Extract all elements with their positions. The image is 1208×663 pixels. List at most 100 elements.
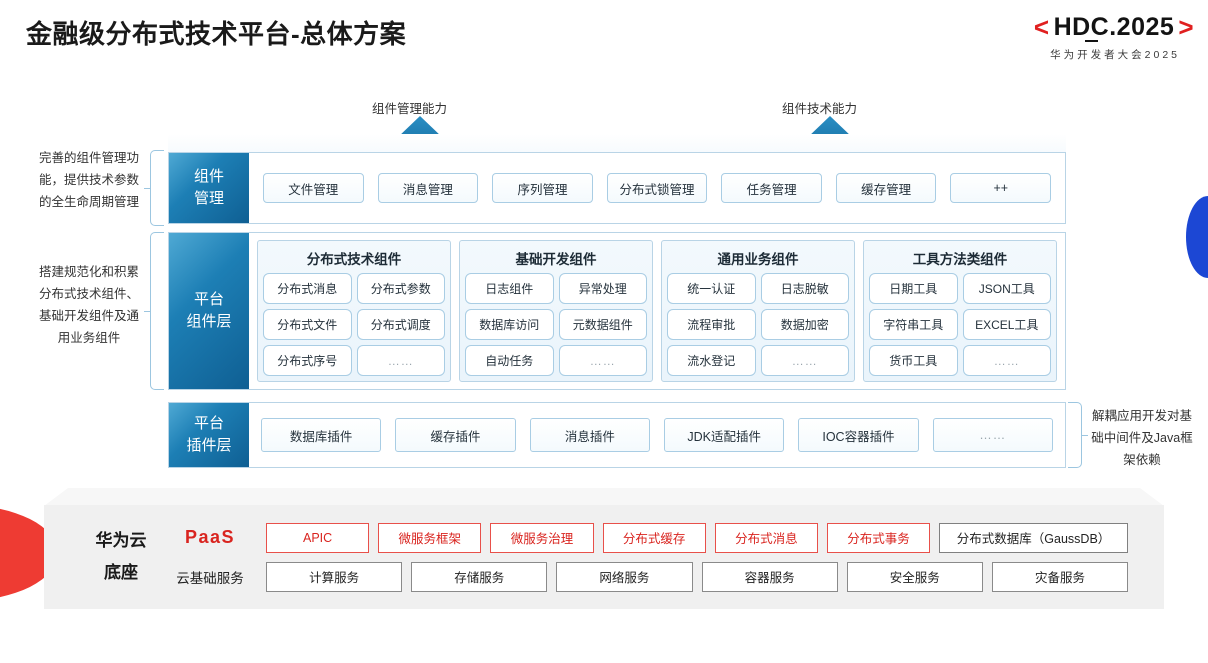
page-title: 金融级分布式技术平台-总体方案: [26, 19, 407, 49]
chip-exception-handling[interactable]: 异常处理: [558, 273, 647, 304]
group-title: 工具方法类组件: [912, 252, 1008, 267]
group-common-business-components: 通用业务组件 统一认证 日志脱敏 流程审批 数据加密 流水登记 ……: [661, 240, 855, 382]
group-grid: 日期工具 JSON工具 字符串工具 EXCEL工具 货币工具 ……: [869, 273, 1051, 376]
brace-left-top: [144, 150, 164, 226]
cell-container-service[interactable]: 容器服务: [701, 561, 838, 592]
chip-transaction-register[interactable]: 流水登记: [667, 345, 756, 376]
base-title: 华为云 底座: [78, 525, 164, 590]
hdc-logo-text: HDC.2025: [1053, 12, 1175, 42]
paas-row: PaaS APIC 微服务框架 微服务治理 分布式缓存 分布式消息 分布式事务 …: [164, 522, 1128, 553]
chip-log-component[interactable]: 日志组件: [465, 273, 554, 304]
chip-cache-management[interactable]: 缓存管理: [835, 173, 937, 203]
arrow-label-component-management: 组件管理能力: [372, 102, 448, 116]
chip-file-management[interactable]: 文件管理: [263, 173, 364, 203]
cell-network-service[interactable]: 网络服务: [556, 561, 693, 592]
row-label-component-management: 组件 管理: [169, 153, 249, 223]
hdc-logo-main: < HDC.2025 >: [1033, 12, 1194, 42]
hdc-logo: < HDC.2025 > 华为开发者大会2025: [1034, 14, 1194, 62]
arrow-label-component-technical: 组件技术能力: [782, 102, 858, 116]
base-title-line2: 底座: [104, 563, 138, 582]
chip-jdk-adapter-plugin[interactable]: JDK适配插件: [663, 418, 785, 452]
base-title-line1: 华为云: [95, 530, 147, 550]
chip-process-approval[interactable]: 流程审批: [667, 309, 756, 340]
cell-storage-service[interactable]: 存储服务: [411, 561, 548, 592]
chip-excel-tool[interactable]: EXCEL工具: [962, 309, 1051, 340]
cell-apic[interactable]: APIC: [266, 522, 370, 553]
chip-distributed-parameter[interactable]: 分布式参数: [356, 273, 445, 304]
cell-distributed-cache[interactable]: 分布式缓存: [602, 522, 706, 553]
chip-distributed-message[interactable]: 分布式消息: [263, 273, 352, 304]
side-note-right: 解耦应用开发对基础中间件及Java框架依赖: [1091, 409, 1193, 467]
chip-auto-task[interactable]: 自动任务: [465, 345, 554, 376]
chip-distributed-scheduling[interactable]: 分布式调度: [356, 309, 445, 340]
angle-bracket-left-icon: <: [1033, 12, 1050, 42]
chip-database-access[interactable]: 数据库访问: [465, 309, 554, 340]
chip-log-desensitization[interactable]: 日志脱敏: [760, 273, 849, 304]
brace-right: [1068, 402, 1088, 468]
chip-metadata-component[interactable]: 元数据组件: [558, 309, 647, 340]
chip-message-plugin[interactable]: 消息插件: [529, 418, 650, 452]
paas-label: PaaS: [184, 527, 236, 547]
chip-message-management[interactable]: 消息管理: [377, 173, 479, 203]
chip-more-tools[interactable]: ……: [962, 345, 1051, 376]
chip-ioc-container-plugin[interactable]: IOC容器插件: [798, 418, 919, 452]
chip-string-tool[interactable]: 字符串工具: [869, 309, 958, 340]
cell-disaster-recovery-service[interactable]: 灾备服务: [991, 561, 1129, 592]
chip-date-tool[interactable]: 日期工具: [869, 273, 958, 304]
group-grid: 分布式消息 分布式参数 分布式文件 分布式调度 分布式序号 ……: [263, 273, 445, 376]
row-label-line2: 组件层: [186, 313, 232, 330]
chip-task-management[interactable]: 任务管理: [721, 173, 822, 203]
row-label-line2: 管理: [193, 190, 224, 207]
group-distributed-tech-components: 分布式技术组件 分布式消息 分布式参数 分布式文件 分布式调度 分布式序号 ……: [257, 240, 451, 382]
chip-database-plugin[interactable]: 数据库插件: [261, 418, 382, 452]
cell-distributed-transaction[interactable]: 分布式事务: [826, 522, 931, 553]
cloud-infra-label: 云基础服务: [176, 570, 244, 586]
row-label-platform-plugin-layer: 平台 插件层: [169, 403, 249, 467]
chip-distributed-sequence[interactable]: 分布式序号: [263, 345, 352, 376]
chip-distributed-lock-management[interactable]: 分布式锁管理: [606, 173, 708, 203]
row-label-line1: 平台: [193, 291, 224, 309]
chip-more-business[interactable]: ……: [760, 345, 849, 376]
chip-cache-plugin[interactable]: 缓存插件: [395, 418, 516, 452]
blue-lens-decoration: [1186, 196, 1208, 278]
chip-json-tool[interactable]: JSON工具: [962, 273, 1051, 304]
cell-distributed-message[interactable]: 分布式消息: [714, 522, 818, 553]
row-platform-plugin-layer: 平台 插件层 数据库插件 缓存插件 消息插件 JDK适配插件 IOC容器插件 ……: [168, 402, 1066, 468]
cell-compute-service[interactable]: 计算服务: [266, 561, 403, 592]
side-note-left-top: 完善的组件管理功能，提供技术参数的全生命周期管理: [38, 151, 139, 209]
huawei-cloud-base-panel: 华为云 底座 PaaS APIC 微服务框架 微服务治理 分布式缓存 分布式消息…: [44, 505, 1164, 609]
chip-more-distributed[interactable]: ……: [356, 345, 445, 376]
hdc-logo-subtitle: 华为开发者大会2025: [1050, 49, 1180, 61]
chip-more-plugins[interactable]: ……: [932, 418, 1053, 452]
group-grid: 统一认证 日志脱敏 流程审批 数据加密 流水登记 ……: [667, 273, 849, 376]
cloud-infra-row: 云基础服务 计算服务 存储服务 网络服务 容器服务 安全服务 灾备服务: [164, 561, 1129, 592]
row-label-platform-component-layer: 平台 组件层: [169, 233, 249, 389]
row-label-line2: 插件层: [186, 437, 232, 454]
group-title: 通用业务组件: [717, 252, 799, 267]
cell-microservice-governance[interactable]: 微服务治理: [490, 522, 594, 553]
group-basic-dev-components: 基础开发组件 日志组件 异常处理 数据库访问 元数据组件 自动任务 ……: [459, 240, 653, 382]
row-platform-component-layer: 平台 组件层 分布式技术组件 分布式消息 分布式参数 分布式文件 分布式调度 分…: [168, 232, 1066, 390]
chip-more-basic-dev[interactable]: ……: [558, 345, 647, 376]
chip-add-more[interactable]: ++: [950, 173, 1052, 203]
base-perspective-top: [44, 488, 1164, 506]
chip-currency-tool[interactable]: 货币工具: [869, 345, 958, 376]
chip-distributed-file[interactable]: 分布式文件: [263, 309, 352, 340]
group-grid: 日志组件 异常处理 数据库访问 元数据组件 自动任务 ……: [465, 273, 647, 376]
cell-security-service[interactable]: 安全服务: [846, 561, 983, 592]
row-body-platform-plugin-layer: 数据库插件 缓存插件 消息插件 JDK适配插件 IOC容器插件 ……: [249, 403, 1065, 467]
angle-bracket-right-icon: >: [1178, 12, 1194, 42]
side-note-left-bottom: 搭建规范化和积累分布式技术组件、基础开发组件及通用业务组件: [38, 265, 139, 345]
row-label-line1: 平台: [193, 415, 224, 433]
row-body-component-management: 文件管理 消息管理 序列管理 分布式锁管理 任务管理 缓存管理 ++: [249, 153, 1065, 223]
chip-sequence-management[interactable]: 序列管理: [492, 173, 593, 203]
cell-microservice-framework[interactable]: 微服务框架: [378, 522, 482, 553]
group-tool-method-components: 工具方法类组件 日期工具 JSON工具 字符串工具 EXCEL工具 货币工具 ……: [863, 240, 1057, 382]
row-component-management: 组件 管理 文件管理 消息管理 序列管理 分布式锁管理 任务管理 缓存管理 ++: [168, 152, 1066, 224]
cell-distributed-database-gaussdb[interactable]: 分布式数据库（GaussDB）: [939, 522, 1128, 553]
row-label-line1: 组件: [193, 168, 224, 186]
group-title: 分布式技术组件: [306, 252, 402, 267]
chip-unified-auth[interactable]: 统一认证: [667, 273, 756, 304]
chip-data-encryption[interactable]: 数据加密: [760, 309, 849, 340]
